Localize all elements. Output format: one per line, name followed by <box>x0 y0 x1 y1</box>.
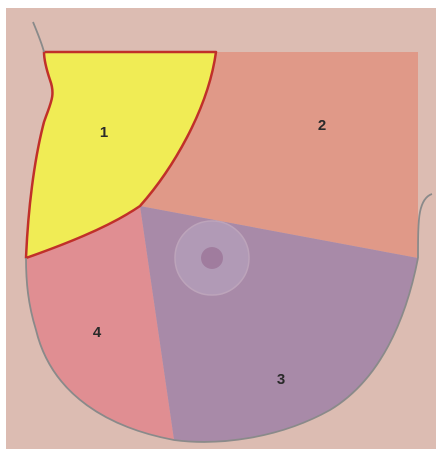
nipple <box>201 247 223 269</box>
zone-1-label: 1 <box>100 124 108 141</box>
zone-2-label: 2 <box>318 117 326 134</box>
zone-3-label: 3 <box>277 371 285 388</box>
zone-4-label: 4 <box>93 324 102 341</box>
